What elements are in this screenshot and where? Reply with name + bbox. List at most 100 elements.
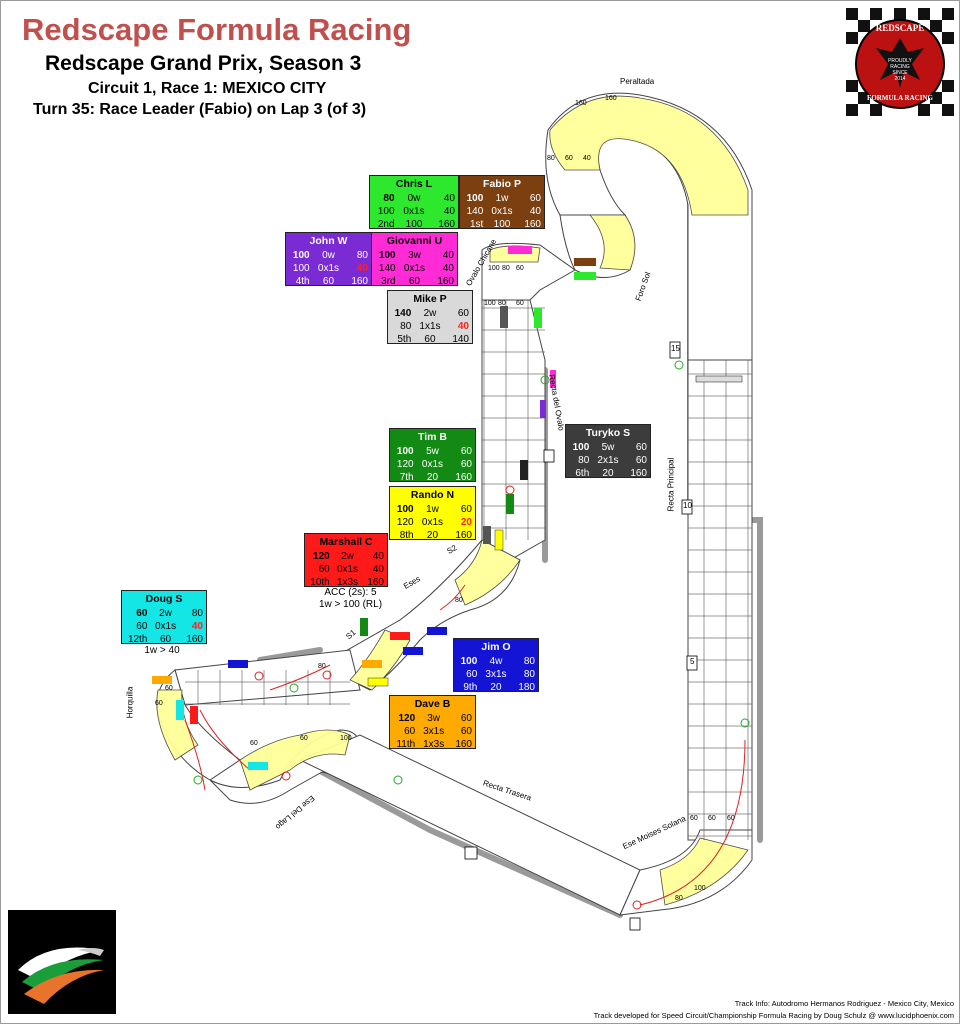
driver-stat-cell: 160	[455, 530, 472, 541]
svg-text:80: 80	[455, 597, 463, 604]
driver-stat-cell: 6th	[575, 468, 590, 479]
svg-text:60: 60	[250, 740, 258, 747]
driver-stat-cell: 8th	[399, 530, 414, 541]
svg-text:160: 160	[575, 100, 587, 107]
driver-stat-cell: 100	[396, 504, 414, 515]
car-fabio[interactable]	[574, 258, 596, 266]
driver-stat-cell: 2w	[423, 308, 437, 319]
driver-stat-cell: 2x1s	[597, 455, 619, 466]
logo-line-2: RACING	[890, 64, 910, 70]
driver-stat-cell: 5w	[601, 442, 615, 453]
driver-stat-cell: 40	[191, 621, 203, 632]
car-jim-2[interactable]	[403, 647, 423, 655]
svg-text:100: 100	[340, 735, 352, 742]
driver-stat-cell: 9th	[463, 682, 478, 693]
svg-text:60: 60	[516, 300, 524, 307]
footer-track-info: Track Info: Autodromo Hermanos Rodriguez…	[734, 999, 954, 1008]
svg-text:80: 80	[502, 265, 510, 272]
svg-text:100: 100	[484, 300, 496, 307]
driver-stat-cell: 160	[437, 276, 454, 287]
car-marshall[interactable]	[390, 632, 410, 640]
car-doug[interactable]	[176, 700, 184, 720]
driver-name: Dave B	[414, 698, 451, 710]
car-chris-2[interactable]	[534, 308, 542, 328]
driver-stat-cell: 60	[460, 713, 472, 724]
checkpoints	[193, 360, 750, 910]
car-john[interactable]	[540, 400, 546, 418]
driver-stat-cell: 4w	[489, 656, 503, 667]
car-turyko[interactable]	[520, 460, 528, 480]
car-doug-2[interactable]	[248, 762, 268, 770]
car-marker-pink[interactable]	[550, 370, 556, 388]
driver-stat-cell: 80	[523, 656, 535, 667]
car-chris[interactable]	[574, 272, 596, 280]
car-jim[interactable]	[427, 627, 447, 635]
label-recta-principal: Recta Principal	[666, 457, 676, 512]
driver-stat-cell: 1x3s	[423, 739, 445, 750]
car-mike[interactable]	[500, 306, 508, 328]
car-dave-2[interactable]	[152, 676, 172, 684]
driver-name: Chris L	[395, 178, 433, 190]
car-tim[interactable]	[506, 494, 514, 514]
label-horquilla: Horquilla	[125, 686, 135, 719]
car-rando-2[interactable]	[367, 677, 389, 687]
turn-status: Turn 35: Race Leader (Fabio) on Lap 3 (o…	[33, 101, 367, 118]
driver-stat-cell: 5th	[397, 334, 412, 345]
driver-stat-cell: 0x1s	[403, 206, 425, 217]
svg-text:60: 60	[155, 700, 163, 707]
marker-15: 15	[671, 344, 680, 353]
car-tokens[interactable]	[152, 246, 596, 770]
svg-text:80: 80	[675, 895, 683, 902]
svg-text:60: 60	[300, 735, 308, 742]
driver-name: Fabio P	[483, 178, 521, 190]
car-rando[interactable]	[494, 529, 504, 551]
distance-markers	[464, 341, 698, 931]
svg-text:100: 100	[694, 885, 706, 892]
driver-stat-cell: 40	[457, 321, 469, 332]
logo-year: 2014	[894, 76, 906, 82]
driver-stat-cell: 120	[398, 713, 416, 724]
logo-line-1: PROUDLY	[888, 58, 912, 64]
driver-stat-cell: 60	[460, 726, 472, 737]
car-tim-2[interactable]	[360, 618, 368, 636]
driver-stat-cell: 2w	[341, 551, 354, 562]
driver-stat-cell: 20	[490, 682, 502, 693]
driver-stat-cell: 120	[396, 459, 414, 470]
svg-text:60: 60	[565, 155, 573, 162]
driver-stat-cell: 40	[442, 263, 454, 274]
car-grey[interactable]	[483, 526, 491, 544]
svg-text:80: 80	[547, 155, 555, 162]
driver-stat-cell: 4th	[295, 276, 310, 287]
driver-stat-cell: 140	[452, 334, 469, 345]
car-giovanni[interactable]	[508, 246, 532, 254]
svg-text:60: 60	[708, 815, 716, 822]
marshall-note-2: 1w > 100 (RL)	[318, 599, 383, 610]
svg-text:60: 60	[690, 815, 698, 822]
driver-stat-cell: 20	[426, 530, 439, 541]
driver-stat-cell: 20	[460, 517, 472, 528]
footer-credits: Track developed for Speed Circuit/Champi…	[593, 1011, 954, 1020]
driver-stat-cell: 160	[630, 468, 647, 479]
driver-stat-cell: 60	[159, 634, 172, 645]
driver-stat-cell: 120	[313, 551, 330, 562]
formula-eagle-logo	[8, 910, 116, 1014]
car-jim-3[interactable]	[228, 660, 248, 668]
driver-name: Jim O	[481, 641, 511, 653]
car-dave[interactable]	[362, 660, 382, 668]
driver-stat-cell: 100	[405, 219, 423, 230]
driver-stat-cell: 140	[466, 206, 484, 217]
driver-name: Tim B	[418, 431, 447, 443]
logo-motto: PROUDLY RACING SINCE 2014	[846, 58, 954, 82]
car-red-2[interactable]	[190, 706, 198, 724]
driver-stat-cell: 0x1s	[421, 459, 444, 470]
driver-stat-cell: 100	[460, 656, 478, 667]
driver-name: Doug S	[145, 593, 183, 605]
redscape-logo: REDSCAPE PROUDLY RACING SINCE 2014 FORMU…	[846, 8, 954, 116]
